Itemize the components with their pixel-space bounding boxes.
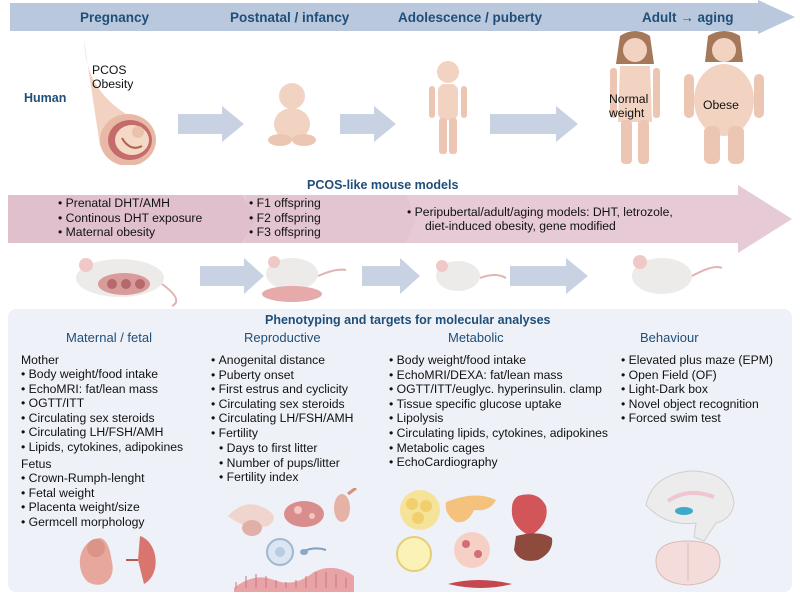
stage-pregnancy: Pregnancy [80, 10, 150, 25]
list-item: Fertility [211, 426, 353, 441]
list-item: Continous DHT exposure [58, 211, 203, 226]
stage-adult: Adult → aging [642, 10, 734, 25]
baby-illustration [268, 83, 316, 146]
list-item: Prenatal DHT/AMH [58, 196, 202, 211]
list-item: Novel object recognition [621, 397, 773, 412]
timeline-arrow [10, 0, 795, 34]
list-item: Light-Dark box [621, 382, 773, 397]
metabolic-tissues-illustration [396, 490, 553, 588]
liver-icon [514, 533, 553, 561]
adult-models-line2: diet-induced obesity, gene modified [425, 219, 616, 233]
reproductive-title: Reproductive [244, 330, 321, 345]
reproductive-organs-illustration [228, 488, 357, 592]
fetus-placenta-illustration [79, 536, 156, 585]
list-item: Circulating sex steroids [21, 411, 183, 426]
skeletal-muscle-icon [448, 580, 512, 588]
pregnant-woman-illustration [84, 40, 156, 165]
human-flow-arrows [178, 106, 578, 142]
offspring-list: F1 offspring F2 offspring F3 offspring [249, 196, 321, 240]
list-item: Fertility index [211, 470, 340, 485]
list-item: EchoCardiography [389, 455, 608, 470]
young-mouse-icon [436, 260, 507, 291]
list-item: Number of pups/litter [211, 456, 340, 471]
metabolic-title: Metabolic [448, 330, 504, 345]
maternal-fetal-title: Maternal / fetal [66, 330, 152, 345]
pregnancy-note-pcos: PCOS [92, 63, 127, 77]
list-item: Anogenital distance [211, 353, 353, 368]
obese-label: Obese [703, 98, 739, 112]
fertility-sublist: Days to first litter Number of pups/litt… [211, 441, 340, 485]
list-item: OGTT/ITT [21, 396, 183, 411]
human-row-label: Human [24, 91, 67, 105]
list-item: Days to first litter [211, 441, 340, 456]
mother-heading: Mother [21, 353, 59, 367]
child-illustration [429, 61, 467, 154]
heart-icon [511, 494, 547, 536]
list-item: EchoMRI/DEXA: fat/lean mass [389, 368, 608, 383]
list-item: Open Field (OF) [621, 368, 773, 383]
list-item: Lipids, cytokines, adipokines [21, 440, 183, 455]
normal-weight-label-line1: Normal [609, 92, 649, 106]
mouse-models-title: PCOS-like mouse models [307, 178, 459, 192]
list-item: OGTT/ITT/euglyc. hyperinsulin. clamp [389, 382, 608, 397]
list-item: Maternal obesity [58, 225, 202, 240]
fetus-list: Crown-Rumph-lenght Fetal weight Placenta… [21, 471, 145, 529]
list-item: Placenta weight/size [21, 500, 145, 515]
normal-weight-woman-illustration [610, 31, 660, 164]
list-item: F1 offspring [249, 196, 321, 211]
brain-sagittal-icon [645, 470, 735, 542]
stage-adolescence: Adolescence / puberty [398, 10, 543, 25]
list-item: Puberty onset [211, 368, 353, 383]
list-item: Lipolysis [389, 411, 608, 426]
list-item: Crown-Rumph-lenght [21, 471, 145, 486]
behaviour-list: Elevated plus maze (EPM) Open Field (OF)… [621, 353, 773, 426]
list-item: First estrus and cyclicity [211, 382, 353, 397]
metabolic-list: Body weight/food intake EchoMRI/DEXA: fa… [389, 353, 608, 470]
list-item: EchoMRI: fat/lean mass [21, 382, 183, 397]
pregnancy-note-obesity: Obesity [92, 77, 134, 91]
list-item: Metabolic cages [389, 441, 608, 456]
pancreas-icon [445, 495, 496, 523]
list-item: Circulating LH/FSH/AMH [21, 425, 183, 440]
list-item: Elevated plus maze (EPM) [621, 353, 773, 368]
adult-mouse-icon [632, 255, 723, 294]
list-item: Circulating lipids, cytokines, adipokine… [389, 426, 608, 441]
phenotyping-title: Phenotyping and targets for molecular an… [265, 313, 551, 327]
stage-postnatal: Postnatal / infancy [230, 10, 350, 25]
list-item: Body weight/food intake [389, 353, 608, 368]
pregnant-mouse-icon [76, 258, 178, 307]
list-item: Circulating LH/FSH/AMH [211, 411, 354, 426]
prenatal-models-list: Prenatal DHT/AMH Continous DHT exposure … [58, 196, 203, 240]
obese-woman-illustration [684, 31, 764, 164]
behaviour-title: Behaviour [640, 330, 699, 345]
adipose-tissue-icon [400, 490, 440, 530]
muscle-cell-icon [454, 532, 490, 568]
normal-weight-label-line2: weight [609, 106, 645, 120]
list-item: F2 offspring [249, 211, 321, 226]
list-item: Fetal weight [21, 486, 145, 501]
brain-coronal-icon [655, 540, 721, 586]
list-item: Circulating sex steroids [211, 397, 353, 412]
adipocyte-icon [396, 536, 432, 572]
list-item: Germcell morphology [21, 515, 145, 530]
mother-list: Body weight/food intake EchoMRI: fat/lea… [21, 367, 183, 455]
mouse-with-pups-icon [262, 256, 347, 302]
list-item: F3 offspring [249, 225, 321, 240]
list-item: Body weight/food intake [21, 367, 183, 382]
list-item: Forced swim test [621, 411, 773, 426]
reproductive-list: Anogenital distance Puberty onset First … [211, 353, 354, 441]
fetus-heading: Fetus [21, 457, 52, 471]
brain-illustration [645, 470, 735, 586]
mouse-row-illustrations [76, 255, 723, 307]
adult-models-line1: • Peripubertal/adult/aging models: DHT, … [407, 205, 673, 219]
list-item: Tissue specific glucose uptake [389, 397, 608, 412]
